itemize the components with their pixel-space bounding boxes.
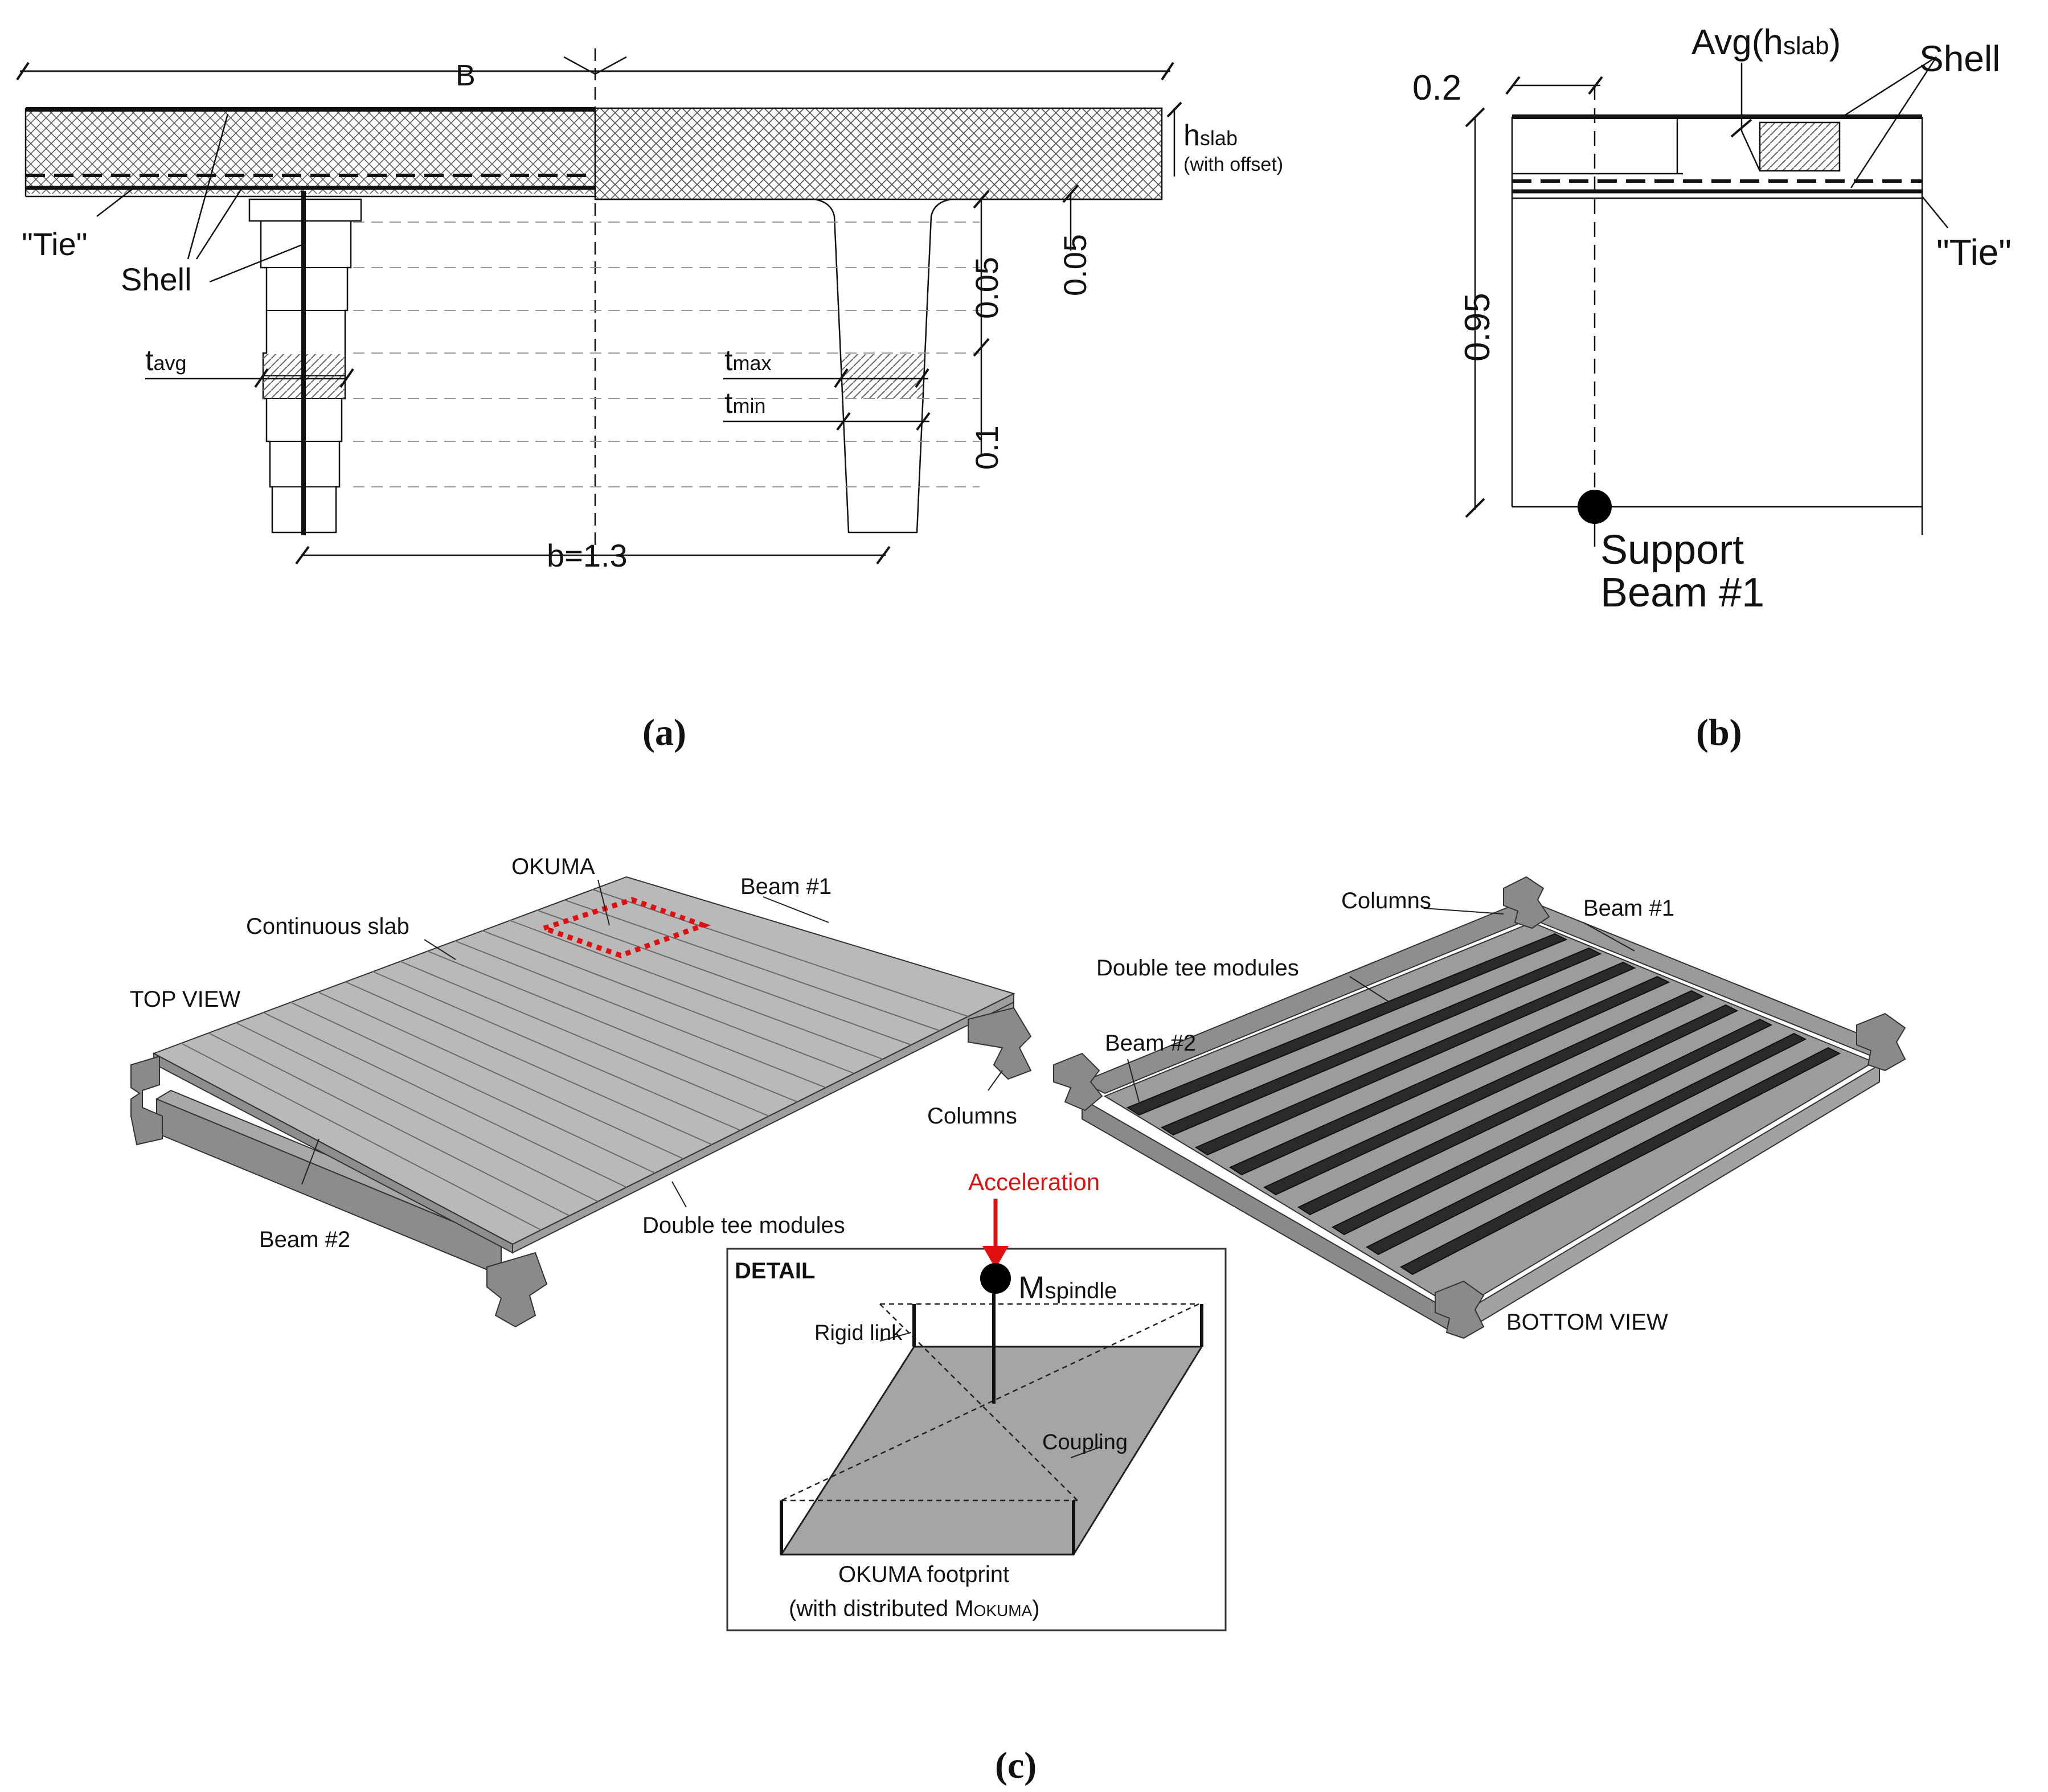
- label-footprint-2: (with distributed MOKUMA): [789, 1596, 1040, 1621]
- label-beam1-bottom: Beam #1: [1583, 896, 1674, 921]
- okuma-footprint-marker: [535, 897, 711, 958]
- detail-labels: Acceleration DETAIL Mspindle Rigid link …: [735, 1168, 1128, 1786]
- panel-a: [16, 48, 1182, 565]
- label-beam1-top: Beam #1: [740, 874, 832, 899]
- support-node: [1578, 490, 1612, 524]
- bottom-view-labels: Columns Beam #1 Double tee modules Beam …: [1096, 888, 1674, 1335]
- label-shell-a: Shell: [121, 261, 192, 297]
- label-t-avg: tavg: [145, 344, 187, 377]
- label-beam2-top: Beam #2: [259, 1227, 350, 1252]
- top-view-labels: OKUMA Beam #1 Continuous slab TOP VIEW C…: [130, 854, 1017, 1252]
- label-okuma: OKUMA: [511, 854, 595, 879]
- label-columns-bottom: Columns: [1341, 888, 1431, 913]
- label-m-spindle: Mspindle: [1018, 1269, 1117, 1305]
- panel-a-labels: B hslab (with offset) "Tie" Shell tavg t…: [22, 59, 1283, 753]
- panel-b-labels: 0.2 Avg(hslab) Shell "Tie" 0.95 Support …: [1412, 23, 2012, 753]
- bottom-view-model: [1053, 876, 1906, 1339]
- label-h-slab: hslab: [1183, 119, 1238, 152]
- label-detail: DETAIL: [735, 1258, 815, 1283]
- label-double-tee-bottom: Double tee modules: [1096, 956, 1299, 981]
- label-acceleration: Acceleration: [968, 1168, 1100, 1195]
- label-tie-b: "Tie": [1936, 232, 2012, 273]
- label-beam2-bottom: Beam #2: [1105, 1031, 1196, 1056]
- label-t-max: tmax: [724, 344, 771, 377]
- top-view-model: [130, 876, 1032, 1328]
- label-support-beam: Beam #1: [1600, 570, 1764, 616]
- label-double-tee-top: Double tee modules: [642, 1213, 845, 1238]
- label-tie-a: "Tie": [22, 226, 87, 262]
- label-coupling: Coupling: [1042, 1430, 1128, 1454]
- label-bottom-view: BOTTOM VIEW: [1506, 1310, 1668, 1335]
- label-dim-02: 0.2: [1412, 68, 1461, 108]
- label-continuous-slab: Continuous slab: [246, 914, 409, 939]
- label-dim-01: 0.1: [969, 425, 1005, 470]
- caption-b: (b): [1696, 712, 1742, 753]
- label-b: b=1.3: [547, 538, 628, 573]
- label-dim-095: 0.95: [1458, 293, 1497, 362]
- label-dim-005-b: 0.05: [1057, 234, 1093, 296]
- label-support: Support: [1600, 527, 1744, 573]
- caption-c: (c): [995, 1745, 1037, 1786]
- label-shell-b: Shell: [1919, 38, 2000, 79]
- spindle-mass-node: [980, 1263, 1011, 1294]
- caption-a: (a): [642, 712, 686, 753]
- detail-box: [726, 1199, 1227, 1631]
- label-footprint-1: OKUMA footprint: [838, 1562, 1009, 1587]
- label-t-min: tmin: [724, 387, 765, 420]
- label-B: B: [456, 59, 476, 92]
- panel-b: [1465, 56, 1948, 547]
- label-with-offset: (with offset): [1183, 154, 1283, 175]
- label-top-view: TOP VIEW: [130, 987, 240, 1012]
- label-dim-005-a: 0.05: [969, 257, 1005, 319]
- label-avg-h-slab: Avg(hslab): [1691, 23, 1841, 62]
- label-rigid-link: Rigid link: [814, 1321, 903, 1345]
- label-columns-top: Columns: [927, 1104, 1017, 1129]
